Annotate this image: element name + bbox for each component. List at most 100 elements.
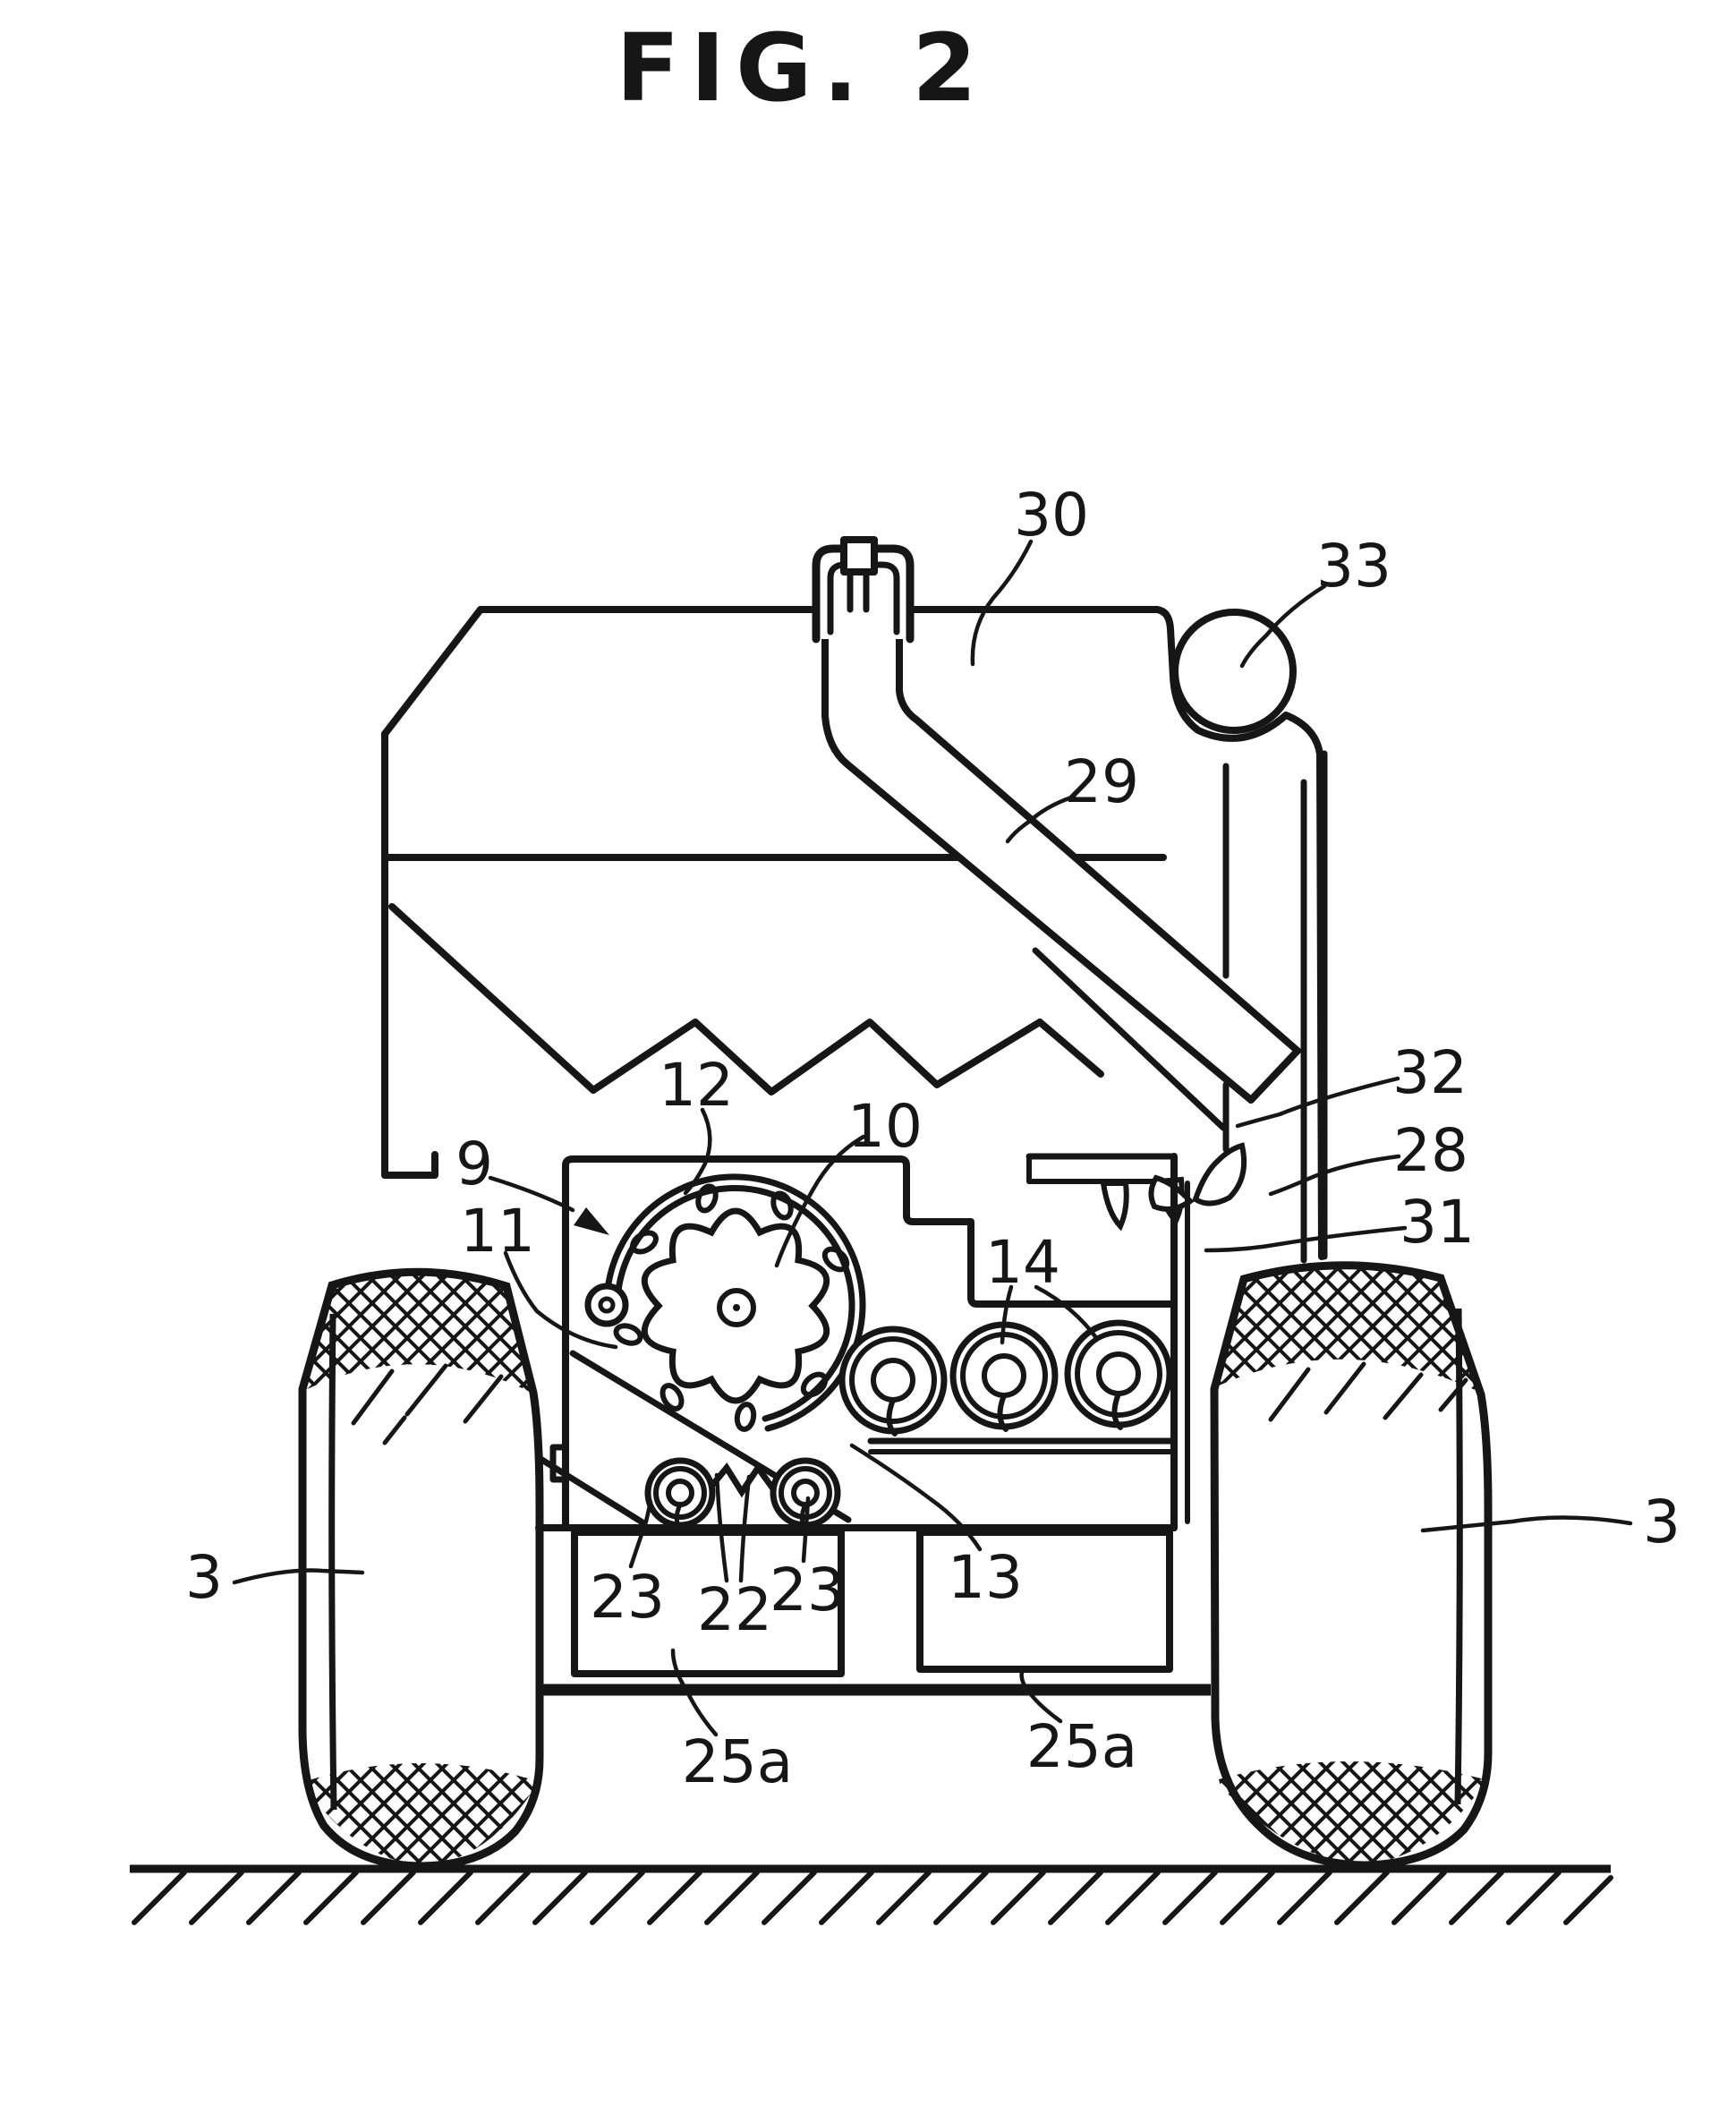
left-tire-top-tread: [305, 1274, 532, 1393]
ring-end-roller: [584, 1283, 629, 1327]
ref-label-12: 12: [659, 1051, 734, 1120]
right-tire-outline: [1210, 1261, 1493, 1870]
reference-numerals: 30 33 29 32 28 31 9 12 10 11 14 3 3 23 2…: [185, 481, 1681, 1796]
leader-25a-left: [670, 1648, 719, 1737]
ref-label-28: 28: [1393, 1116, 1468, 1185]
ref-label-3-right: 3: [1643, 1488, 1681, 1556]
seed: [800, 1371, 829, 1398]
pipe-left-edge: [821, 635, 1255, 1104]
leader-29: [1005, 794, 1076, 844]
ring-end-roller-hole: [598, 1296, 616, 1314]
tank-left-foot: [381, 1151, 438, 1179]
guide-ring-inner: [614, 1184, 855, 1422]
figure-title: FIG. 2: [616, 13, 987, 123]
hopper-zigzag: [388, 903, 1104, 1096]
leader-31: [1204, 1225, 1408, 1253]
left-tire-sidewall-line: [328, 1313, 337, 1811]
cap-knob: [840, 536, 878, 576]
ref-label-32: 32: [1392, 1038, 1468, 1107]
leader-14b: [1034, 1284, 1100, 1342]
ref-label-25a-right: 25a: [1026, 1712, 1137, 1781]
seed: [734, 1402, 757, 1432]
seed: [695, 1183, 719, 1214]
right-seed-box: [916, 1529, 1173, 1673]
left-tire-bottom-tread: [306, 1763, 537, 1865]
leader-28: [1268, 1154, 1401, 1197]
box-outline: [562, 1155, 1178, 1531]
ref-label-9: 9: [455, 1130, 493, 1198]
vent-circle: [1171, 609, 1297, 734]
ref-label-10: 10: [847, 1092, 923, 1161]
left-tire-loose-hatch: [351, 1363, 504, 1445]
seeds: [613, 1183, 850, 1432]
small-roller: [644, 1457, 716, 1532]
ref-label-14: 14: [985, 1228, 1060, 1297]
seed-boxes: [537, 1529, 1211, 1696]
leader-14a: [1000, 1284, 1014, 1345]
roller-outer: [838, 1326, 948, 1435]
right-tire-bottom-tread: [1219, 1761, 1485, 1864]
ref-label-31: 31: [1400, 1188, 1475, 1257]
right-tire-loose-hatch: [1268, 1361, 1468, 1422]
cap-stem: [847, 568, 870, 613]
filler-cap: [812, 536, 915, 644]
hopper-right-slope: [1032, 947, 1227, 1131]
leader-22a: [714, 1472, 729, 1583]
leader-9: [488, 1175, 575, 1213]
flap-wing: [1192, 1142, 1247, 1206]
seed: [630, 1230, 659, 1255]
ref-label-30: 30: [1014, 481, 1089, 550]
leader-32: [1235, 1076, 1400, 1129]
pipe-body-fill: [825, 639, 1298, 1100]
ref-label-33: 33: [1316, 532, 1391, 601]
leader-33: [1239, 584, 1327, 669]
seed: [770, 1190, 794, 1221]
ref-label-11: 11: [460, 1197, 535, 1266]
right-tire: [1210, 1261, 1493, 1870]
press-roller: [1064, 1319, 1173, 1430]
leader-lines: [232, 539, 1633, 1737]
outlet-spout: [1100, 1181, 1129, 1232]
ref-label-13: 13: [948, 1543, 1023, 1612]
roller-tail: [886, 1397, 898, 1437]
ref-label-29: 29: [1064, 747, 1139, 816]
seed: [821, 1246, 850, 1273]
seed-metering-wheel: [584, 1173, 866, 1432]
ref-label-25a-left: 25a: [682, 1727, 793, 1796]
leader-9-arrowhead: [574, 1207, 609, 1235]
belt-zigzag: [702, 1462, 780, 1498]
wheel-hub-dot: [733, 1304, 740, 1311]
leader-23-right: [801, 1496, 811, 1564]
roller-ring: [1075, 1330, 1162, 1418]
left-seed-box: [571, 1529, 845, 1677]
roller-outer: [1064, 1319, 1173, 1428]
lower-rollers: [644, 1457, 841, 1532]
tank-right-edge: [1153, 606, 1325, 1260]
roller-tail: [674, 1502, 684, 1532]
leader-23-left: [628, 1499, 653, 1569]
ground: [130, 1864, 1613, 1925]
press-roller: [838, 1326, 948, 1437]
leader-3-left: [232, 1568, 365, 1585]
leader-30: [970, 539, 1034, 667]
leader-11: [503, 1250, 618, 1350]
tank: [381, 606, 1325, 1260]
ground-hatching: [132, 1870, 1613, 1925]
right-tire-sidewall-line: [1454, 1308, 1463, 1805]
discharge-pipe: [821, 635, 1301, 1104]
leader-22b: [738, 1474, 752, 1583]
ref-label-23-left: 23: [590, 1563, 665, 1632]
leader-12: [683, 1107, 712, 1196]
ref-label-23-right: 23: [770, 1556, 845, 1624]
ref-label-22: 22: [697, 1575, 772, 1644]
seed: [660, 1383, 685, 1411]
pipe-mouth: [1247, 1047, 1301, 1104]
leader-3-right: [1420, 1515, 1633, 1533]
ref-label-3-left: 3: [185, 1543, 223, 1612]
left-tire-outline: [298, 1267, 544, 1871]
belt-diagonal-lower: [537, 1455, 646, 1526]
leader-13: [849, 1443, 983, 1552]
left-tire: [298, 1267, 544, 1871]
